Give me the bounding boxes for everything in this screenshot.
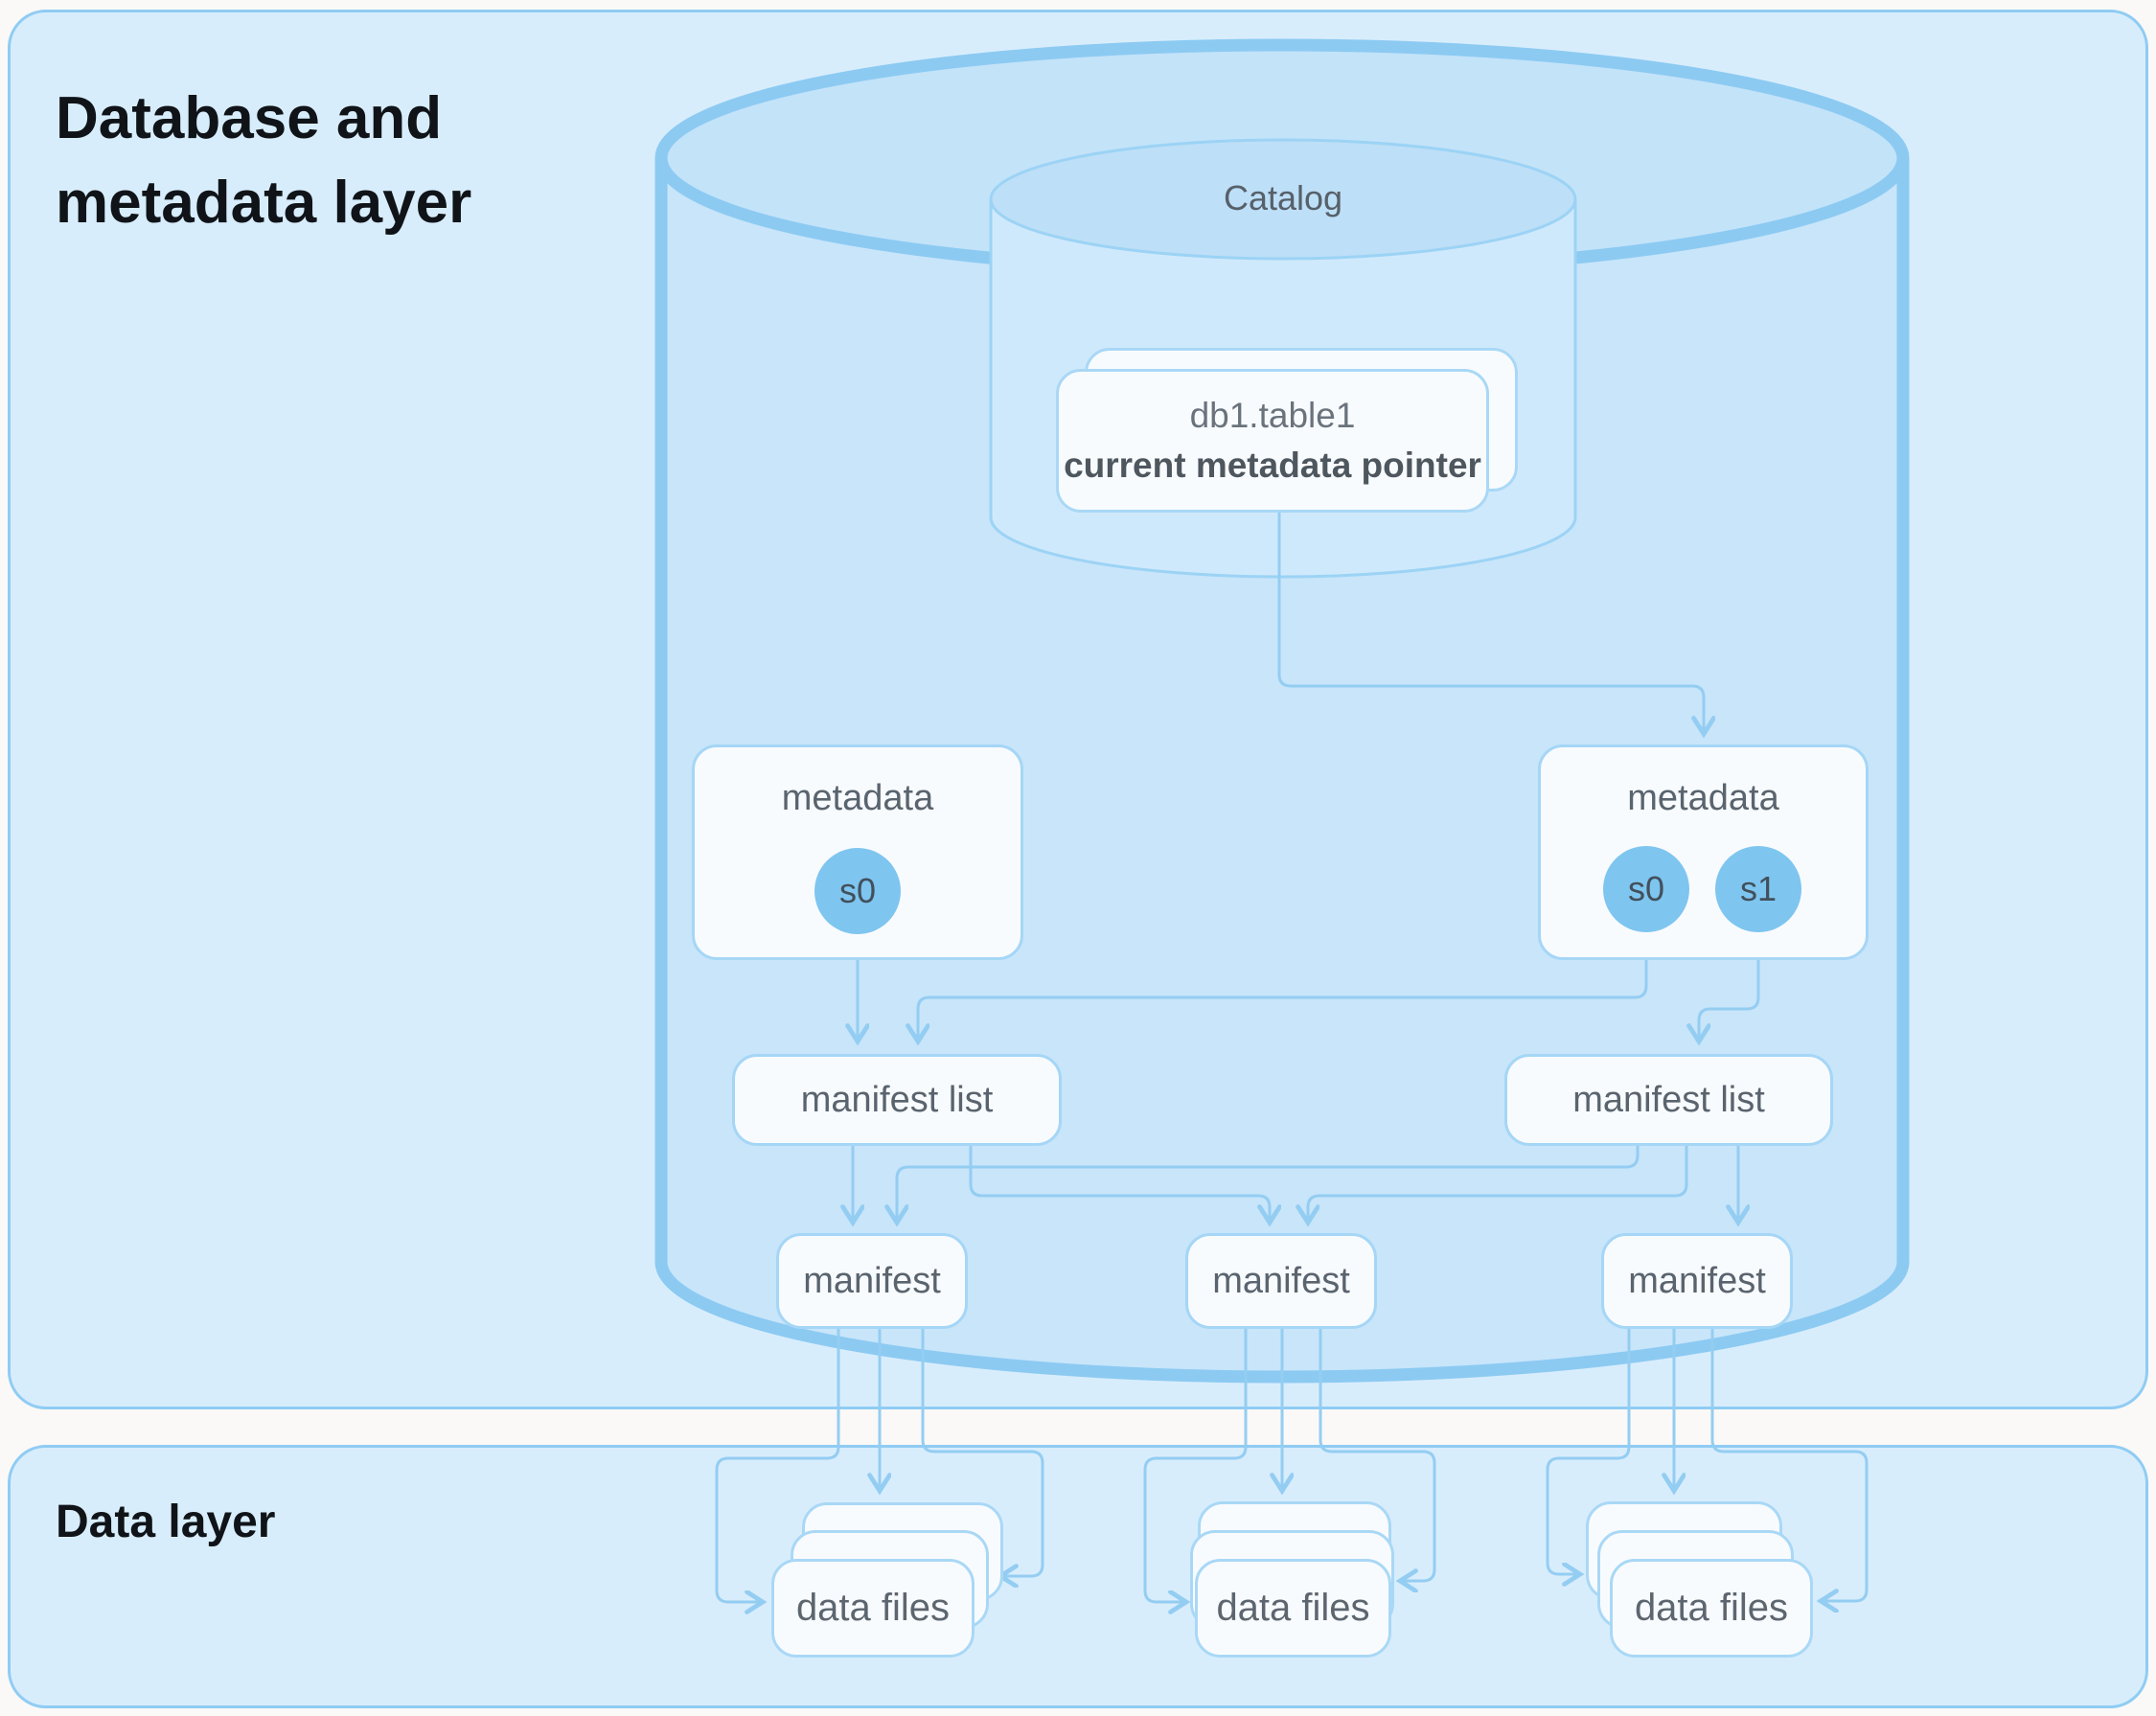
snapshot-label: s0 <box>838 871 877 910</box>
edge-catalog-to-metadata-right <box>1277 511 1704 734</box>
metadata-label: metadata <box>781 778 934 818</box>
manifest-list-label: manifest list <box>1572 1079 1765 1120</box>
data-files-label: data files <box>1634 1587 1789 1629</box>
manifest-box-2: manifest <box>1185 1233 1377 1329</box>
edge-s1-to-manifestlist-right <box>1699 932 1760 1041</box>
edge-mllist-right-to-manifest1 <box>897 1144 1640 1223</box>
edge-manifest2-datafiles-left <box>1143 1327 1248 1602</box>
manifest-list-label: manifest list <box>800 1079 994 1120</box>
catalog-label: Catalog <box>1223 178 1343 217</box>
edge-manifest1-datafiles-left <box>715 1327 840 1602</box>
edge-manifest1-datafiles-right <box>921 1327 1044 1576</box>
edge-manifest3-datafiles-right <box>1710 1327 1869 1601</box>
manifest-box-3: manifest <box>1601 1233 1793 1329</box>
metadata-label: metadata <box>1627 778 1779 818</box>
snapshot-label: s1 <box>1739 869 1778 908</box>
snapshot-label: s0 <box>1627 869 1665 908</box>
manifest-box-1: manifest <box>776 1233 968 1329</box>
manifest-label: manifest <box>1212 1260 1350 1301</box>
edge-mllist-left-to-manifest2 <box>969 1144 1270 1223</box>
edge-manifest3-datafiles-left <box>1546 1327 1631 1574</box>
table-name-label: db1.table1 <box>1189 396 1356 435</box>
edge-manifest2-datafiles-right <box>1319 1327 1436 1581</box>
manifest-label: manifest <box>803 1260 941 1301</box>
snapshot-circle-s0-right: s0 <box>1603 846 1689 932</box>
edge-mllist-right-to-manifest2 <box>1308 1144 1688 1223</box>
data-files-label: data files <box>1216 1587 1370 1629</box>
data-files-stack-3: data files <box>1610 1559 1813 1658</box>
snapshot-circle-s1-right: s1 <box>1715 846 1801 932</box>
data-layer-title: Data layer <box>56 1497 276 1547</box>
manifest-list-box-left: manifest list <box>732 1054 1062 1146</box>
manifest-list-box-right: manifest list <box>1504 1054 1833 1146</box>
snapshot-circle-s0-left: s0 <box>814 848 901 934</box>
manifest-label: manifest <box>1628 1260 1766 1301</box>
metadata-pointer-card: db1.table1 current metadata pointer <box>1056 369 1489 513</box>
data-files-label: data files <box>795 1587 951 1629</box>
connector-arrows <box>715 511 1869 1602</box>
current-metadata-pointer-label: current metadata pointer <box>1064 446 1481 485</box>
data-files-stack-1: data files <box>771 1559 975 1658</box>
metadata-layer-title: Database and metadata layer <box>56 85 472 237</box>
data-files-stack-2: data files <box>1195 1559 1391 1658</box>
edge-s0right-to-manifestlist-left <box>918 932 1648 1041</box>
metadata-file-box-right: metadata <box>1538 744 1869 960</box>
